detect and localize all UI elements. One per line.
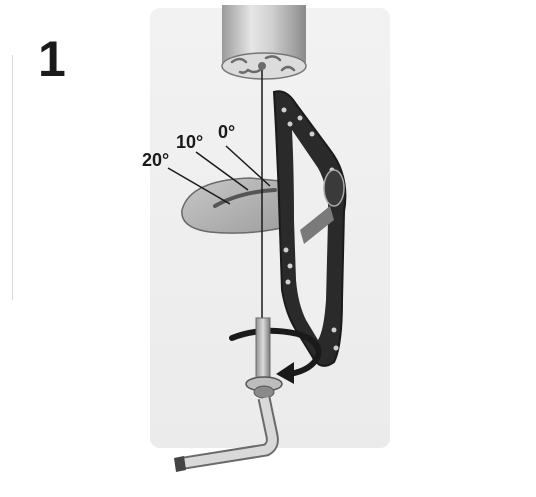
angle-label-0: 0° (218, 122, 235, 142)
angle-label-20: 20° (142, 150, 169, 170)
angle-label-10: 10° (176, 132, 203, 152)
frame-edge (0, 55, 13, 300)
mounting-bracket-icon (272, 90, 347, 367)
angle-leaders (167, 145, 271, 205)
step-number: 1 (38, 31, 66, 87)
allen-key-icon (174, 396, 279, 472)
bolt-icon (245, 317, 283, 399)
pole-tube-icon (221, 5, 307, 80)
